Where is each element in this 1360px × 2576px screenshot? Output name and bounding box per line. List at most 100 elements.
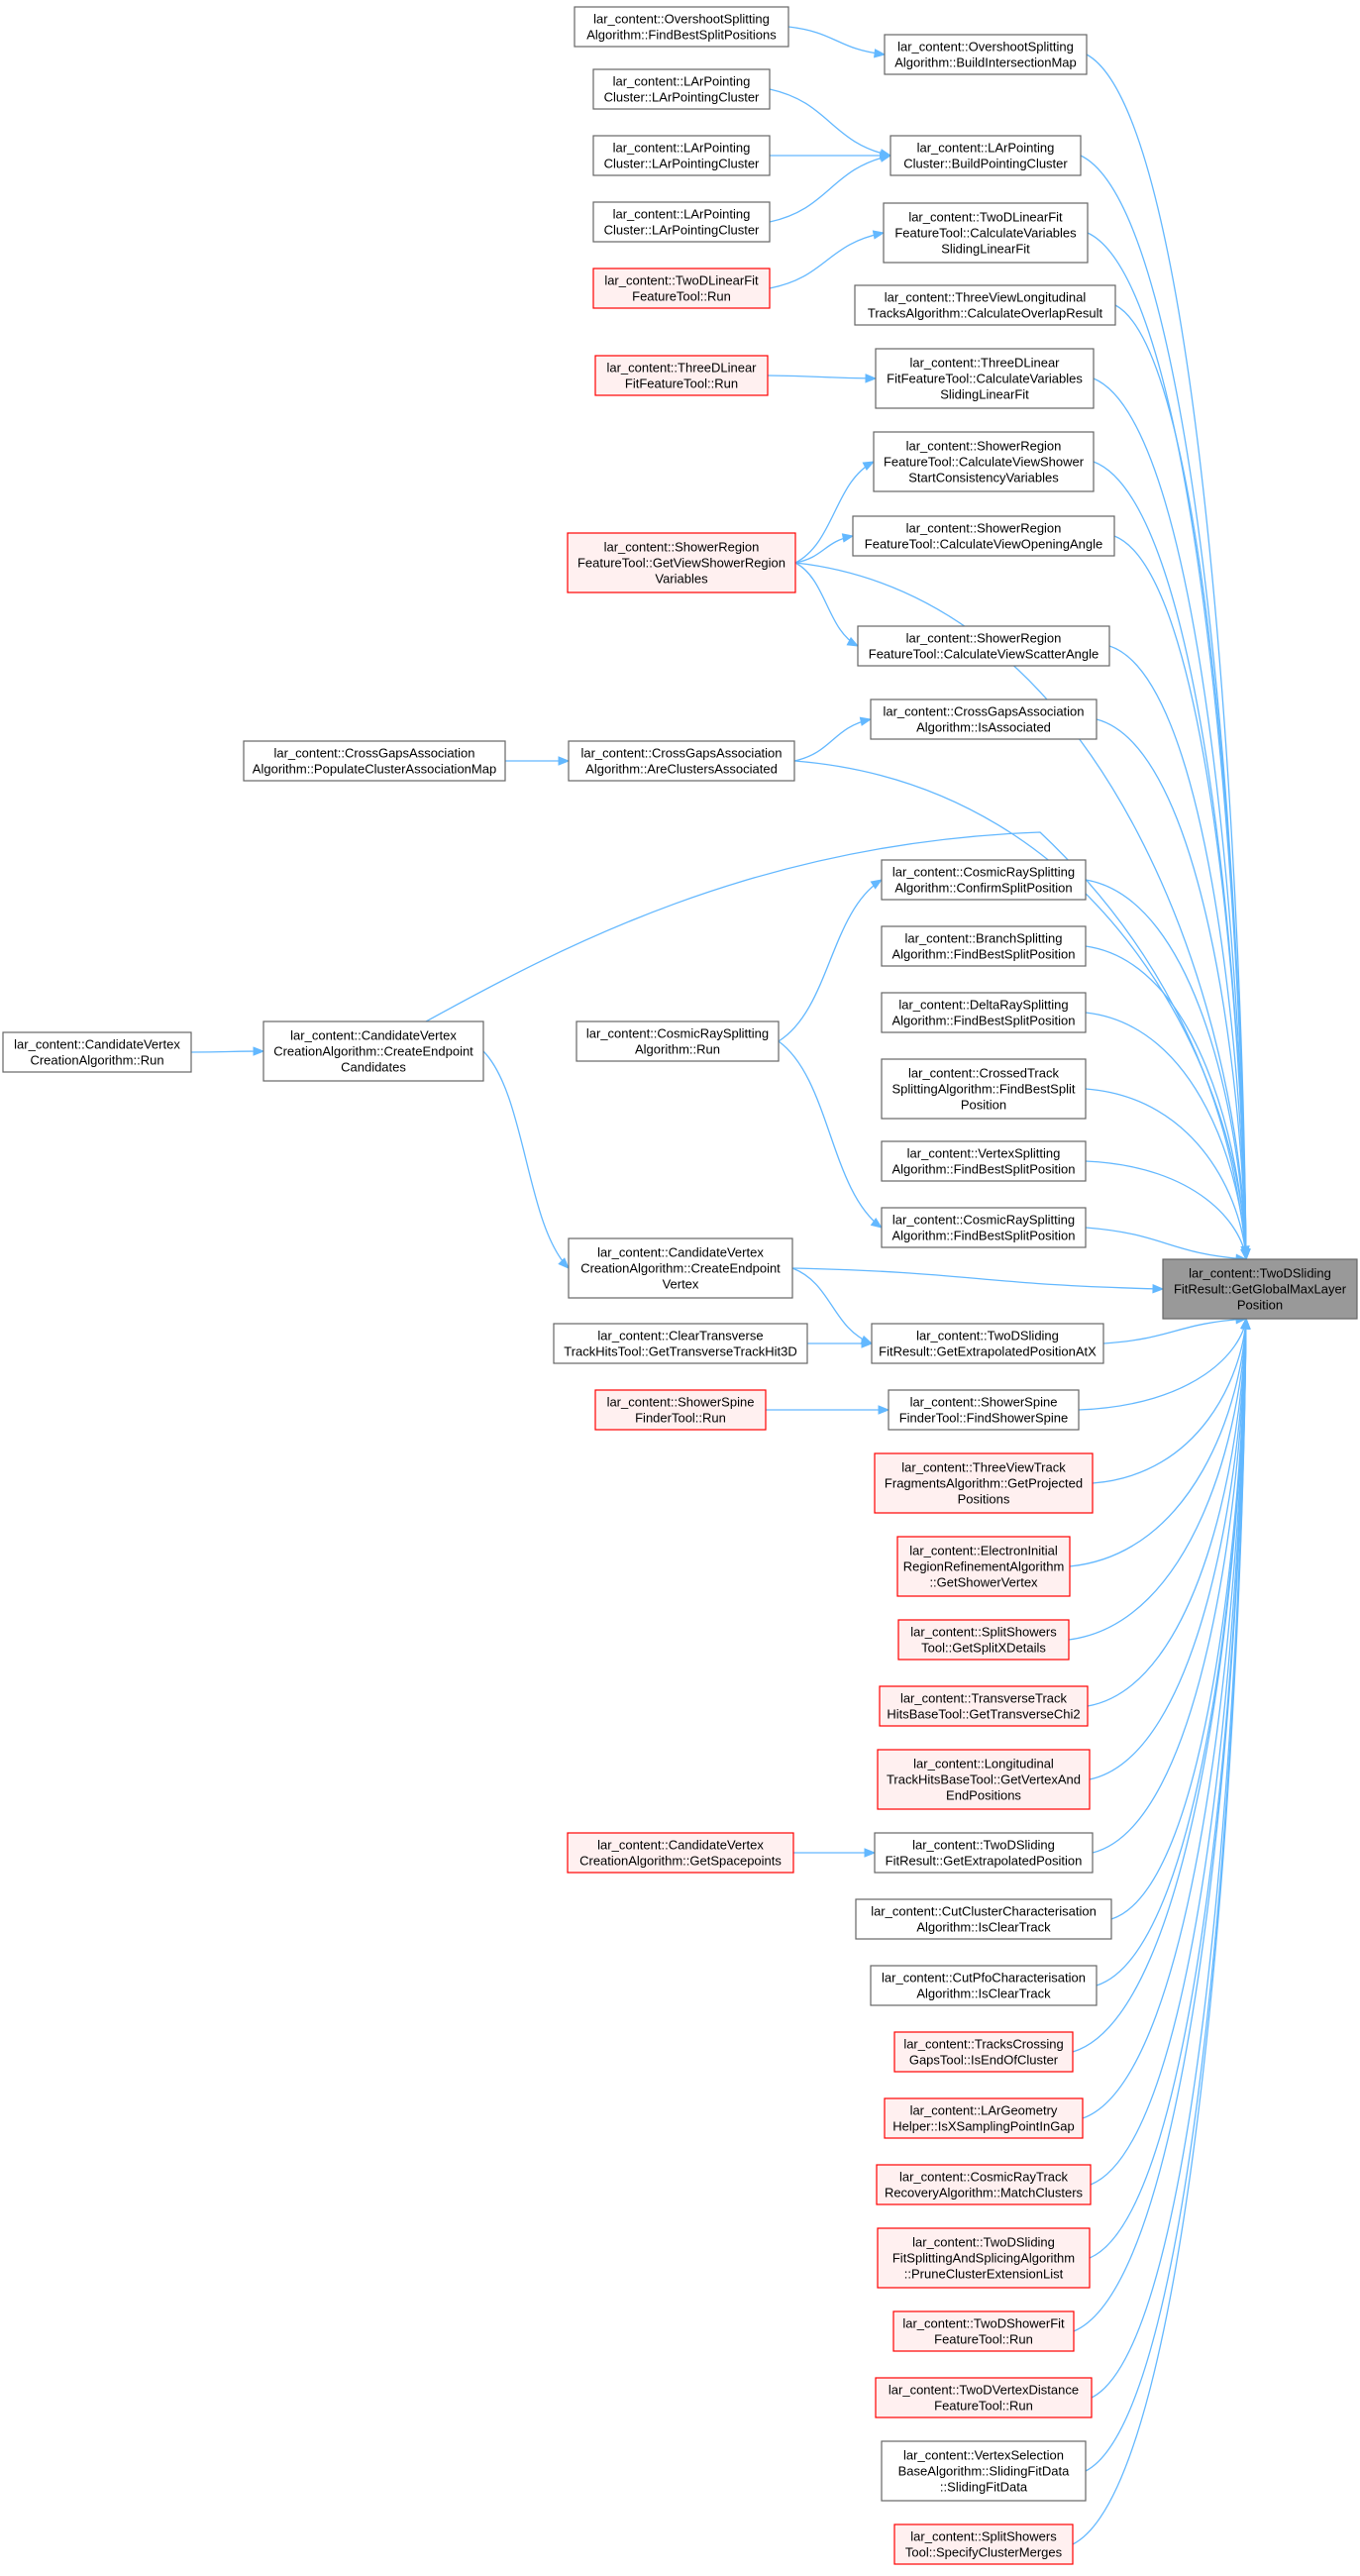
node-n17[interactable]: lar_content::CrossGapsAssociationAlgorit… (243, 740, 506, 782)
node-n6[interactable]: lar_content::LArPointingCluster::BuildPo… (889, 135, 1082, 176)
node-n29[interactable]: lar_content::ClearTransverseTrackHitsToo… (553, 1323, 808, 1364)
node-label-line: BaseAlgorithm::SlidingFitData (898, 2464, 1070, 2479)
node-n30[interactable]: lar_content::TwoDSlidingFitResult::GetEx… (871, 1323, 1104, 1364)
node-label-line: lar_content::CandidateVertex (597, 1838, 764, 1853)
node-n18[interactable]: lar_content::CrossGapsAssociationAlgorit… (568, 740, 795, 782)
node-label-line: FitResult::GetExtrapolatedPositionAtX (879, 1344, 1097, 1359)
node-label-line: lar_content::TwoDLinearFit (908, 210, 1063, 225)
node-n4[interactable]: lar_content::LArPointingCluster::LArPoin… (592, 135, 771, 176)
node-n9[interactable]: lar_content::ThreeViewLongitudinalTracks… (854, 284, 1116, 326)
node-label-line: lar_content::TracksCrossing (903, 2037, 1063, 2052)
node-n25[interactable]: lar_content::CrossedTrackSplittingAlgori… (881, 1058, 1087, 1120)
node-label-line: FinderTool::FindShowerSpine (899, 1411, 1069, 1426)
edge-line (767, 375, 877, 379)
edge-arrowhead (872, 230, 886, 240)
node-n11[interactable]: lar_content::ThreeDLinearFitFeatureTool:… (875, 348, 1095, 409)
node-n45[interactable]: lar_content::TwoDSlidingFitSplittingAndS… (877, 2227, 1091, 2289)
node-label-line: Cluster::BuildPointingCluster (903, 157, 1068, 171)
node-n23[interactable]: lar_content::CandidateVertexCreationAlgo… (262, 1020, 484, 1082)
node-n1[interactable]: lar_content::OvershootSplittingAlgorithm… (574, 6, 789, 48)
node-label-line: Algorithm::FindBestSplitPosition (892, 1229, 1076, 1243)
node-label-line: lar_content::CandidateVertex (290, 1028, 457, 1043)
node-n34[interactable]: lar_content::ElectronInitialRegionRefine… (896, 1536, 1071, 1597)
edge-n18-n16 (793, 716, 873, 762)
node-n5[interactable]: lar_content::LArPointingCluster::LArPoin… (592, 201, 771, 243)
edge-n3-n6 (769, 88, 892, 159)
node-label-line: FeatureTool::CalculateViewShower (884, 455, 1085, 470)
node-n43[interactable]: lar_content::LArGeometryHelper::IsXSampl… (884, 2097, 1084, 2139)
node-box (881, 2440, 1087, 2502)
node-n12[interactable]: lar_content::ShowerRegionFeatureTool::Ca… (873, 431, 1095, 492)
node-n7[interactable]: lar_content::TwoDLinearFitFeatureTool::R… (592, 268, 771, 309)
node-label-line: Algorithm::PopulateClusterAssociationMap (253, 762, 496, 777)
edge-n4-n6 (770, 151, 892, 161)
edge-line (1085, 945, 1247, 1260)
node-n15[interactable]: lar_content::ShowerRegionFeatureTool::Ca… (857, 625, 1110, 667)
node-n28[interactable]: lar_content::CandidateVertexCreationAlgo… (568, 1237, 793, 1299)
node-label-line: lar_content::CosmicRaySplitting (892, 1213, 1075, 1228)
node-label-line: ::GetShowerVertex (929, 1575, 1038, 1590)
node-n3[interactable]: lar_content::LArPointingCluster::LArPoin… (592, 68, 771, 110)
edge-line (1087, 1318, 1247, 1707)
node-n42[interactable]: lar_content::TracksCrossingGapsTool::IsE… (893, 2031, 1074, 2073)
node-label-line: FeatureTool::GetViewShowerRegion (577, 556, 785, 571)
node-box (896, 1536, 1071, 1597)
node-n33[interactable]: lar_content::ThreeViewTrackFragmentsAlgo… (874, 1452, 1094, 1514)
node-n2[interactable]: lar_content::OvershootSplittingAlgorithm… (884, 34, 1088, 75)
node-label-line: lar_content::LArPointing (917, 141, 1055, 156)
node-n13[interactable]: lar_content::ShowerRegionFeatureTool::Ge… (567, 532, 796, 593)
edge-line (1069, 1318, 1247, 1567)
edge-line (793, 760, 1247, 1260)
node-n20[interactable]: lar_content::BranchSplittingAlgorithm::F… (881, 925, 1087, 967)
node-label-line: lar_content::VertexSplitting (907, 1146, 1061, 1161)
node-label-line: Cluster::LArPointingCluster (604, 90, 760, 105)
node-n26[interactable]: lar_content::VertexSplittingAlgorithm::F… (881, 1140, 1087, 1182)
node-n19[interactable]: lar_content::CosmicRaySplittingAlgorithm… (881, 859, 1087, 901)
node-n14[interactable]: lar_content::ShowerRegionFeatureTool::Ca… (852, 515, 1115, 557)
node-n39[interactable]: lar_content::TwoDSlidingFitResult::GetEx… (874, 1832, 1094, 1874)
edge-line (1068, 1318, 1247, 1641)
node-n44[interactable]: lar_content::CosmicRayTrackRecoveryAlgor… (876, 2164, 1092, 2205)
node-n48[interactable]: lar_content::VertexSelectionBaseAlgorith… (881, 2440, 1087, 2502)
node-n22[interactable]: lar_content::CandidateVertexCreationAlgo… (2, 1031, 192, 1073)
node-label-line: lar_content::TwoDSliding (1189, 1266, 1331, 1281)
edge-arrowhead (558, 1257, 570, 1269)
node-n21[interactable]: lar_content::DeltaRaySplittingAlgorithm:… (881, 992, 1087, 1033)
node-n46[interactable]: lar_content::TwoDShowerFitFeatureTool::R… (892, 2310, 1075, 2352)
edge-n23-n28 (482, 1050, 570, 1269)
node-label-line: lar_content::CutPfoCharacterisation (882, 1971, 1086, 1986)
node-label-line: lar_content::LArPointing (613, 141, 751, 156)
node-label-line: FitFeatureTool::CalculateVariables (887, 372, 1083, 386)
node-n37[interactable]: lar_content::LongitudinalTrackHitsBaseTo… (877, 1749, 1091, 1810)
node-label-line: lar_content::TwoDSliding (916, 1329, 1059, 1343)
edge-arrowhead (862, 461, 876, 472)
node-n27[interactable]: lar_content::CosmicRaySplittingAlgorithm… (881, 1207, 1087, 1248)
node-label-line: CreationAlgorithm::CreateEndpoint (273, 1044, 473, 1059)
node-n8[interactable]: lar_content::TwoDLinearFitFeatureTool::C… (883, 202, 1089, 264)
node-label-line: TrackHitsBaseTool::GetVertexAnd (887, 1772, 1081, 1787)
node-box (592, 268, 771, 309)
edge-line (1113, 535, 1247, 1260)
node-label-line: RegionRefinementAlgorithm (903, 1559, 1065, 1574)
node-n49[interactable]: lar_content::SplitShowersTool::SpecifyCl… (893, 2523, 1074, 2565)
node-n41[interactable]: lar_content::CutPfoCharacterisationAlgor… (870, 1965, 1098, 2006)
target-node[interactable]: lar_content::TwoDSlidingFitResult::GetGl… (1162, 1258, 1358, 1320)
edge-arrowhead (878, 1405, 890, 1415)
node-n24[interactable]: lar_content::CosmicRaySplittingAlgorithm… (575, 1020, 780, 1062)
node-label-line: FitSplittingAndSplicingAlgorithm (892, 2251, 1075, 2266)
node-n35[interactable]: lar_content::SplitShowersTool::GetSplitX… (897, 1619, 1070, 1661)
node-n40[interactable]: lar_content::CutClusterCharacterisationA… (855, 1898, 1112, 1940)
node-box (884, 2097, 1084, 2139)
node-n32[interactable]: lar_content::ShowerSpineFinderTool::Find… (888, 1389, 1080, 1431)
node-n38[interactable]: lar_content::CandidateVertexCreationAlgo… (567, 1832, 794, 1874)
node-label-line: SlidingLinearFit (940, 387, 1029, 402)
edge-line (1092, 1318, 1247, 1484)
node-n36[interactable]: lar_content::TransverseTrackHitsBaseTool… (879, 1685, 1089, 1727)
edge-line (482, 1050, 570, 1269)
node-n47[interactable]: lar_content::TwoDVertexDistanceFeatureTo… (875, 2377, 1093, 2418)
node-box (871, 1323, 1104, 1364)
node-n10[interactable]: lar_content::ThreeDLinearFitFeatureTool:… (594, 355, 769, 396)
node-box (881, 992, 1087, 1033)
node-n16[interactable]: lar_content::CrossGapsAssociationAlgorit… (870, 698, 1098, 740)
